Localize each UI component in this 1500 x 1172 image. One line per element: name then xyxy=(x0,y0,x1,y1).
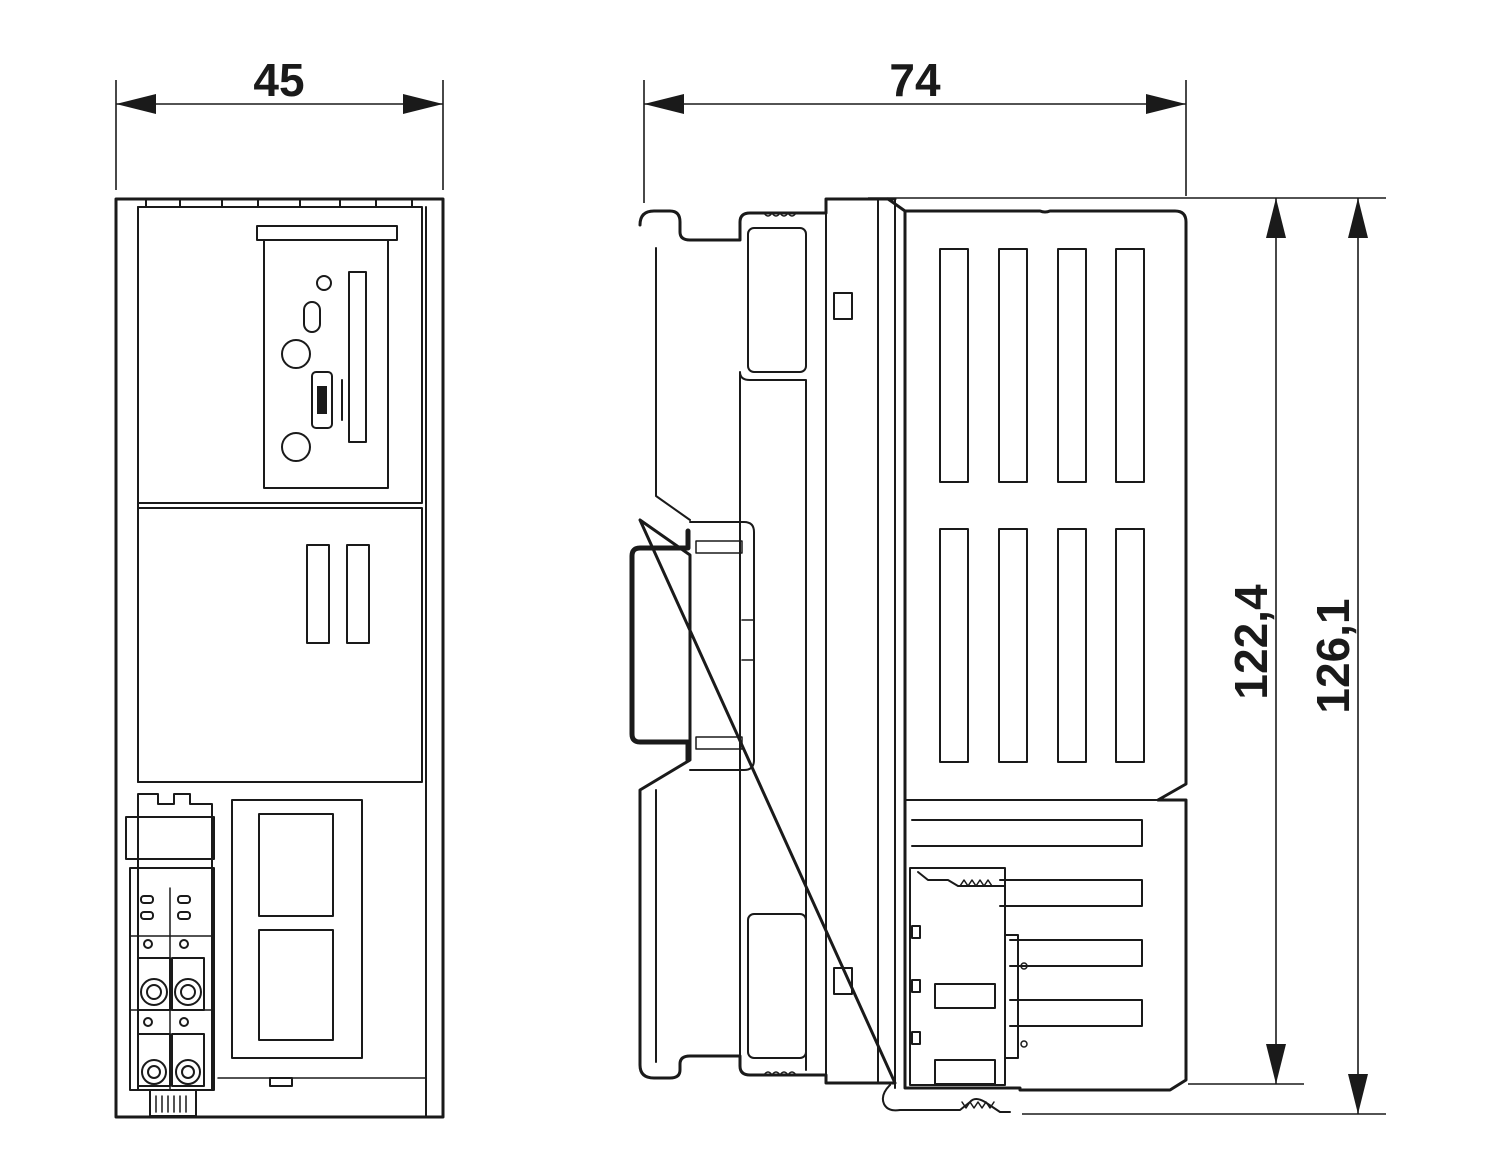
vent-slot xyxy=(1057,248,1087,483)
terminal-screw xyxy=(175,1059,201,1085)
led-indicator xyxy=(316,275,332,291)
usb-port xyxy=(311,371,333,429)
status-slot-left xyxy=(306,544,330,644)
connector-label-field xyxy=(125,816,215,860)
vent-slot xyxy=(998,528,1028,763)
connector-release-latch xyxy=(881,1084,1011,1113)
dimension-height-inner: 122,4 xyxy=(1225,198,1286,1084)
vent-slot xyxy=(939,528,969,763)
front-power-connector xyxy=(125,793,215,1117)
dimension-height-outer: 126,1 xyxy=(1307,198,1368,1114)
side-connector xyxy=(881,867,1028,1113)
vent-slot xyxy=(1115,528,1145,763)
front-label-window xyxy=(217,799,427,1087)
round-button xyxy=(281,339,311,369)
status-slot-right xyxy=(346,544,370,644)
vent-slot xyxy=(1057,528,1087,763)
front-top-panel xyxy=(137,206,423,504)
front-view xyxy=(114,197,445,1119)
vent-slot xyxy=(939,248,969,483)
round-button-lower xyxy=(281,432,311,462)
dimension-label-height-inner: 122,4 xyxy=(1225,584,1277,700)
vent-slot xyxy=(998,248,1028,483)
din-rail xyxy=(629,521,755,771)
din-latch xyxy=(149,1089,197,1117)
front-middle-panel xyxy=(137,507,423,783)
sd-card-slot xyxy=(341,271,367,443)
dimension-label-depth: 74 xyxy=(889,54,941,106)
terminal-screw xyxy=(141,1059,167,1085)
vent-slot xyxy=(1115,248,1145,483)
din-rail-foot xyxy=(638,197,897,1085)
terminal-screw xyxy=(140,978,168,1006)
dimension-width-front: 45 xyxy=(115,54,444,190)
side-view xyxy=(629,197,1188,1113)
dimension-depth-side: 74 xyxy=(643,54,1187,203)
dimension-label-height-outer: 126,1 xyxy=(1307,598,1359,713)
terminal-screw xyxy=(174,978,202,1006)
reset-button xyxy=(303,301,321,333)
dimension-label-width: 45 xyxy=(253,54,304,106)
side-housing xyxy=(886,197,1188,1092)
